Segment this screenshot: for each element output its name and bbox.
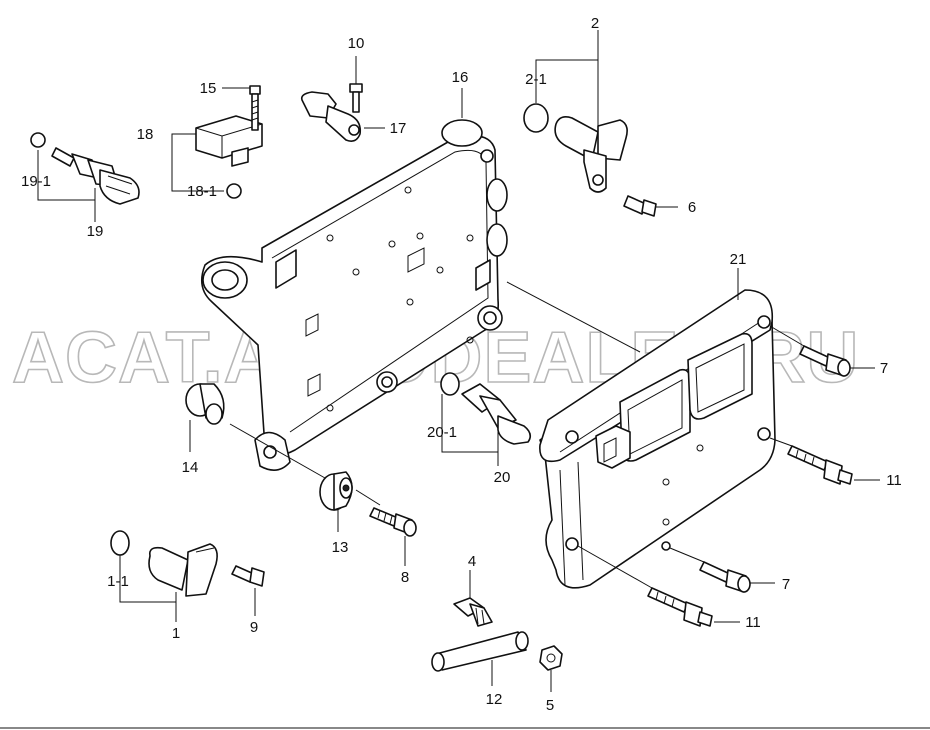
axis-11-top: [769, 437, 793, 447]
grommet-14: [185, 383, 225, 425]
leader-16-21: [506, 281, 641, 353]
axis-7-bottom: [669, 547, 705, 563]
callout-15: 15: [200, 80, 217, 97]
temperature-sensor-19: [30, 132, 140, 205]
bolt-11-bottom: [647, 587, 713, 627]
callout-17: 17: [390, 120, 407, 137]
callout-7-bottom: 7: [782, 576, 790, 593]
callout-9: 9: [250, 619, 258, 636]
callout-4: 4: [468, 553, 476, 570]
leader-13-axis: [355, 489, 381, 506]
ecu-21: [539, 289, 776, 589]
callout-6: 6: [688, 199, 696, 216]
speed-sensor-17: [300, 83, 363, 142]
callout-21: 21: [730, 251, 747, 268]
callout-14: 14: [182, 459, 199, 476]
callout-19: 19: [87, 223, 104, 240]
callout-1-1: 1-1: [107, 573, 129, 590]
leader-19-1: [37, 150, 95, 201]
bolt-8: [369, 507, 417, 537]
callout-11-top: 11: [886, 472, 902, 489]
stud-4: [453, 597, 493, 627]
callout-20: 20: [494, 469, 511, 486]
bracket-plate-16: [200, 119, 508, 471]
callout-19-1: 19-1: [21, 173, 51, 190]
crank-sensor-1: [110, 530, 265, 597]
axis-7-top: [769, 325, 805, 347]
leader-18: [171, 133, 224, 192]
callout-16: 16: [452, 69, 469, 86]
callout-12: 12: [486, 691, 503, 708]
spacer-13: [319, 471, 353, 511]
tube-12: [431, 631, 529, 672]
callout-20-1: 20-1: [427, 424, 457, 441]
cam-sensor-2: [523, 103, 657, 217]
callout-11-bottom: 11: [745, 614, 761, 631]
leader-14-axis: [229, 423, 326, 479]
bolt-7-bottom: [699, 561, 751, 593]
sensor-20: [440, 372, 532, 445]
callout-18: 18: [137, 126, 154, 143]
leader-2-1: [535, 59, 598, 103]
leader-1-1: [119, 555, 176, 603]
leader-20-1: [441, 394, 498, 453]
axis-11-bottom: [577, 545, 653, 589]
callout-2-1: 2-1: [525, 71, 547, 88]
callout-13: 13: [332, 539, 349, 556]
callout-1: 1: [172, 625, 180, 642]
callout-8: 8: [401, 569, 409, 586]
bolt-7-top: [799, 345, 851, 377]
callout-18-1: 18-1: [187, 183, 217, 200]
nut-5: [539, 645, 563, 671]
bolt-11-top: [787, 445, 853, 485]
callout-7-top: 7: [880, 360, 888, 377]
callout-5: 5: [546, 697, 554, 714]
callout-10: 10: [348, 35, 365, 52]
callout-2: 2: [591, 15, 599, 32]
pressure-sensor-18: [195, 85, 263, 199]
